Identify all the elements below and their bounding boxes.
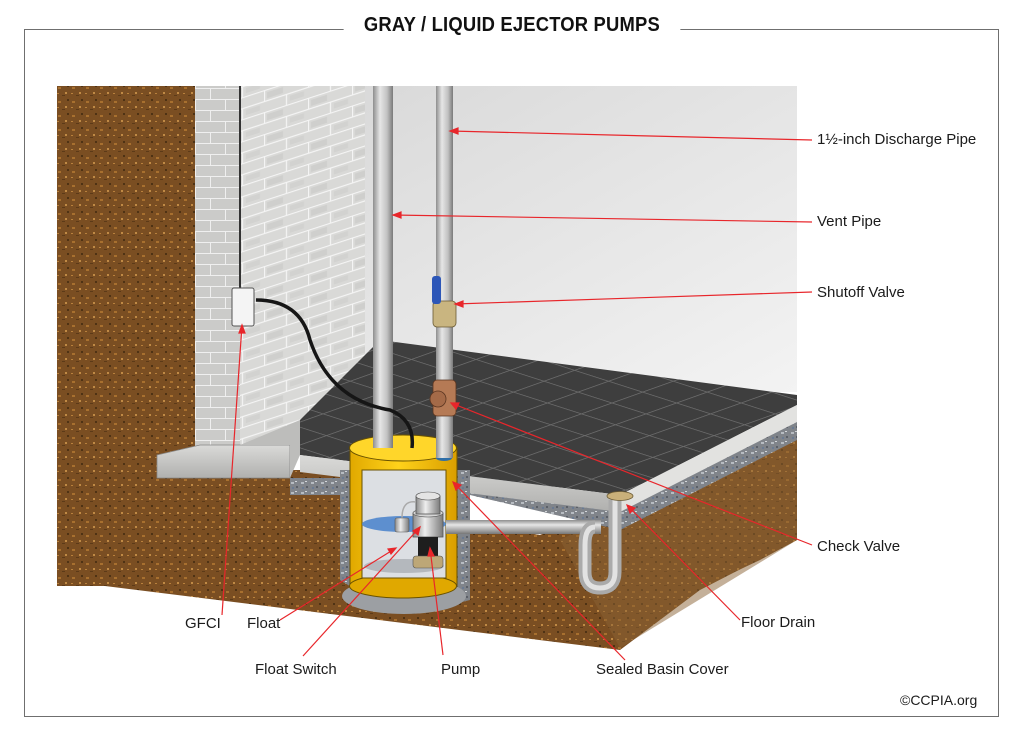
float-switch-cord [401, 501, 417, 519]
shutoff-valve [432, 300, 457, 328]
gravel-bed [290, 415, 797, 530]
vent-pipe [373, 86, 393, 448]
pump-intake-screen [412, 555, 444, 569]
label-float-switch: Float Switch [255, 661, 337, 678]
label-discharge-pipe: 1½-inch Discharge Pipe [817, 131, 977, 148]
label-shutoff-valve: Shutoff Valve [817, 284, 905, 301]
label-check-valve: Check Valve [817, 538, 901, 555]
label-vent-pipe: Vent Pipe [817, 213, 882, 230]
gfci-outlet [231, 287, 255, 327]
label-float: Float [247, 615, 281, 632]
brick-wall [240, 86, 365, 448]
label-pump: Pump [441, 661, 481, 678]
leader-lines [221, 127, 813, 661]
wall-side-face [195, 86, 240, 448]
valve-handle [432, 276, 441, 304]
title-bar: GRAY / LIQUID EJECTOR PUMPS [0, 14, 1024, 37]
soil-front-face [560, 420, 797, 648]
label-gfci: GFCI [185, 615, 221, 632]
label-sealed-basin-cover: Sealed Basin Cover [596, 661, 729, 678]
slab-edge-side [620, 405, 797, 512]
discharge-pipe [436, 86, 453, 458]
copyright-notice: ©CCPIA.org [900, 692, 978, 708]
drain-line [446, 520, 601, 534]
diagram-title: GRAY / LIQUID EJECTOR PUMPS [343, 14, 681, 37]
floor-drain [606, 491, 634, 501]
pump-power-cord [255, 298, 415, 449]
float [394, 517, 410, 533]
label-floor-drain: Floor Drain [741, 614, 816, 631]
wall-footing [156, 444, 291, 479]
